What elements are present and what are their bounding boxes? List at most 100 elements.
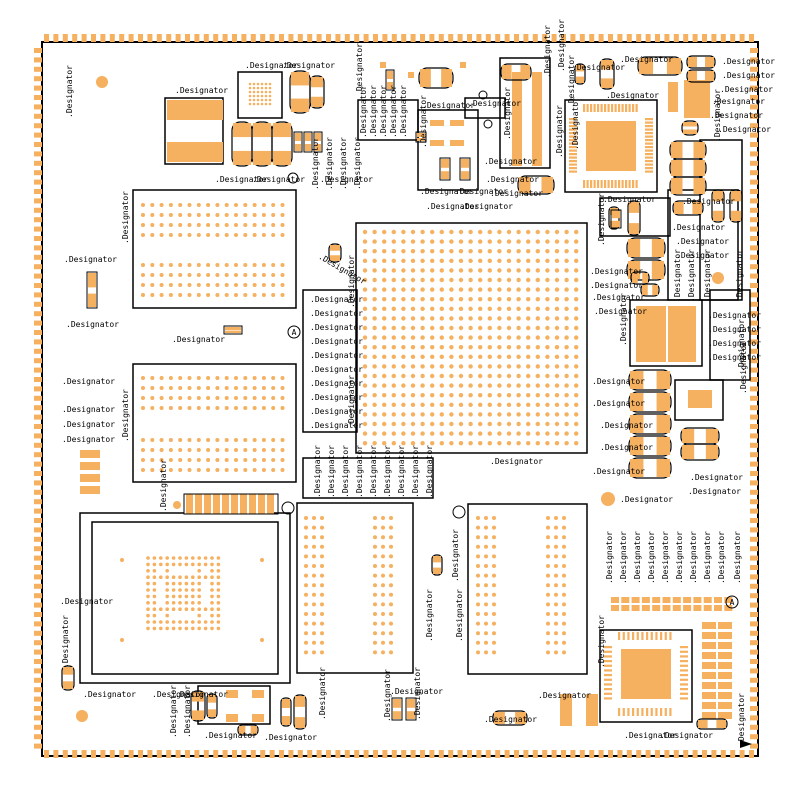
bga-main-ball: [382, 354, 387, 359]
connector-pad: [389, 516, 393, 520]
designator-label: .Designator: [413, 667, 422, 720]
connector-pad: [492, 621, 496, 626]
bga-main-ball: [410, 373, 416, 379]
qfp-top-pin: [600, 180, 603, 188]
capacitor: [680, 427, 720, 445]
bga-main-ball: [401, 229, 406, 235]
bga-main-ball: [449, 373, 454, 379]
connector-pad: [546, 592, 550, 597]
connector-pad: [484, 535, 488, 540]
connector-pad: [554, 573, 558, 578]
edge-pad-top: [532, 34, 538, 42]
bga-main-ball: [468, 421, 473, 427]
bga-main-ball: [362, 277, 368, 283]
bga-main-ball: [458, 402, 464, 407]
bga-main-ball: [382, 268, 387, 273]
capacitor: [280, 697, 292, 727]
edge-pad-left: [34, 151, 42, 157]
edge-pad-right: [750, 292, 758, 298]
bga-main-ball: [554, 249, 560, 254]
connector-pad: [168, 213, 173, 217]
designator-label: .Designator: [557, 19, 566, 72]
connector-pad: [178, 223, 183, 227]
bga-small-ball: [178, 581, 182, 586]
component-pad: [731, 191, 741, 202]
connector-pad: [373, 602, 377, 607]
edge-pad-left: [34, 405, 42, 411]
edge-pad-right: [750, 85, 758, 91]
designator-label: .Designator: [571, 97, 580, 150]
bga-small-ball: [184, 588, 189, 592]
qfp-top-body: [586, 121, 636, 171]
bga-main-ball: [439, 268, 444, 273]
pad: [430, 140, 444, 146]
bga-main-ball: [391, 325, 396, 331]
connector-pad: [476, 640, 480, 645]
qfp-top-pin: [593, 104, 596, 112]
connector-pad: [562, 592, 566, 597]
bga-main-ball: [535, 306, 540, 311]
designator-label: .Designator: [355, 43, 364, 96]
connector-pad: [141, 223, 145, 227]
designator-label: .Designator: [311, 137, 320, 190]
edge-pad-top: [91, 34, 96, 42]
bga-small-ball: [197, 562, 201, 567]
bga-main-ball: [391, 249, 396, 254]
connector-pad: [168, 386, 173, 390]
bga-main-ball: [487, 412, 492, 417]
edge-pad-right: [750, 433, 758, 439]
designator-label: .Designator: [426, 202, 479, 211]
designator-label: .Designator: [592, 399, 645, 408]
edge-pad-bottom: [485, 750, 491, 758]
designator-label: .Designator: [722, 71, 775, 80]
bga-main-ball: [362, 431, 368, 436]
edge-pad-bottom: [250, 750, 256, 758]
edge-pad-left: [34, 734, 42, 740]
bga-main-ball: [526, 383, 531, 388]
resistor-pad: [652, 597, 661, 603]
connector-pad: [196, 273, 201, 277]
component-pad: [441, 171, 449, 179]
edge-pad-bottom: [62, 750, 68, 758]
ic-top-left-outline: [164, 97, 224, 165]
connector-pad: [373, 564, 377, 568]
connector-pad: [304, 573, 308, 578]
connector-pad: [261, 293, 266, 297]
bga-small-ball: [171, 581, 176, 586]
connector-pad: [373, 640, 377, 645]
edge-pad-left: [34, 724, 42, 730]
bga-main-ball: [487, 258, 492, 263]
edge-pad-left: [34, 254, 42, 260]
connector-pad: [381, 535, 385, 540]
connector-pad: [159, 396, 164, 400]
component-pad: [693, 160, 705, 176]
connector-pad: [280, 438, 285, 442]
capacitor: [190, 690, 206, 722]
bga-main-ball: [372, 277, 377, 283]
capacitor: [293, 694, 307, 730]
edge-pad-top: [438, 34, 444, 42]
designator-label: .Designator: [60, 597, 113, 606]
connector-pad: [280, 396, 285, 400]
resistor: [405, 697, 417, 721]
designator-label: .Designator: [600, 421, 653, 430]
capacitor: [500, 63, 532, 81]
resistor-pad: [702, 672, 716, 679]
bga-main-ball: [478, 402, 483, 407]
qfp-top-pin: [604, 104, 607, 112]
bga-main-ball: [554, 335, 560, 340]
bga-main-ball: [372, 412, 377, 417]
bga-main-ball: [372, 229, 377, 235]
edge-pad-left: [34, 66, 42, 72]
bga-main-ball: [391, 297, 396, 302]
designator-label: .Designator: [310, 295, 363, 304]
bga-main-ball: [391, 268, 396, 273]
connector-pad: [196, 213, 201, 217]
fiducial-bottom-left: [76, 710, 88, 722]
bga-main-ball: [420, 325, 425, 331]
connector-pad: [271, 458, 276, 462]
bga-main-ball: [545, 354, 550, 359]
resistor-pad: [718, 652, 732, 659]
designator-label: .Designator: [708, 325, 761, 334]
bga-main-ball: [487, 287, 492, 292]
